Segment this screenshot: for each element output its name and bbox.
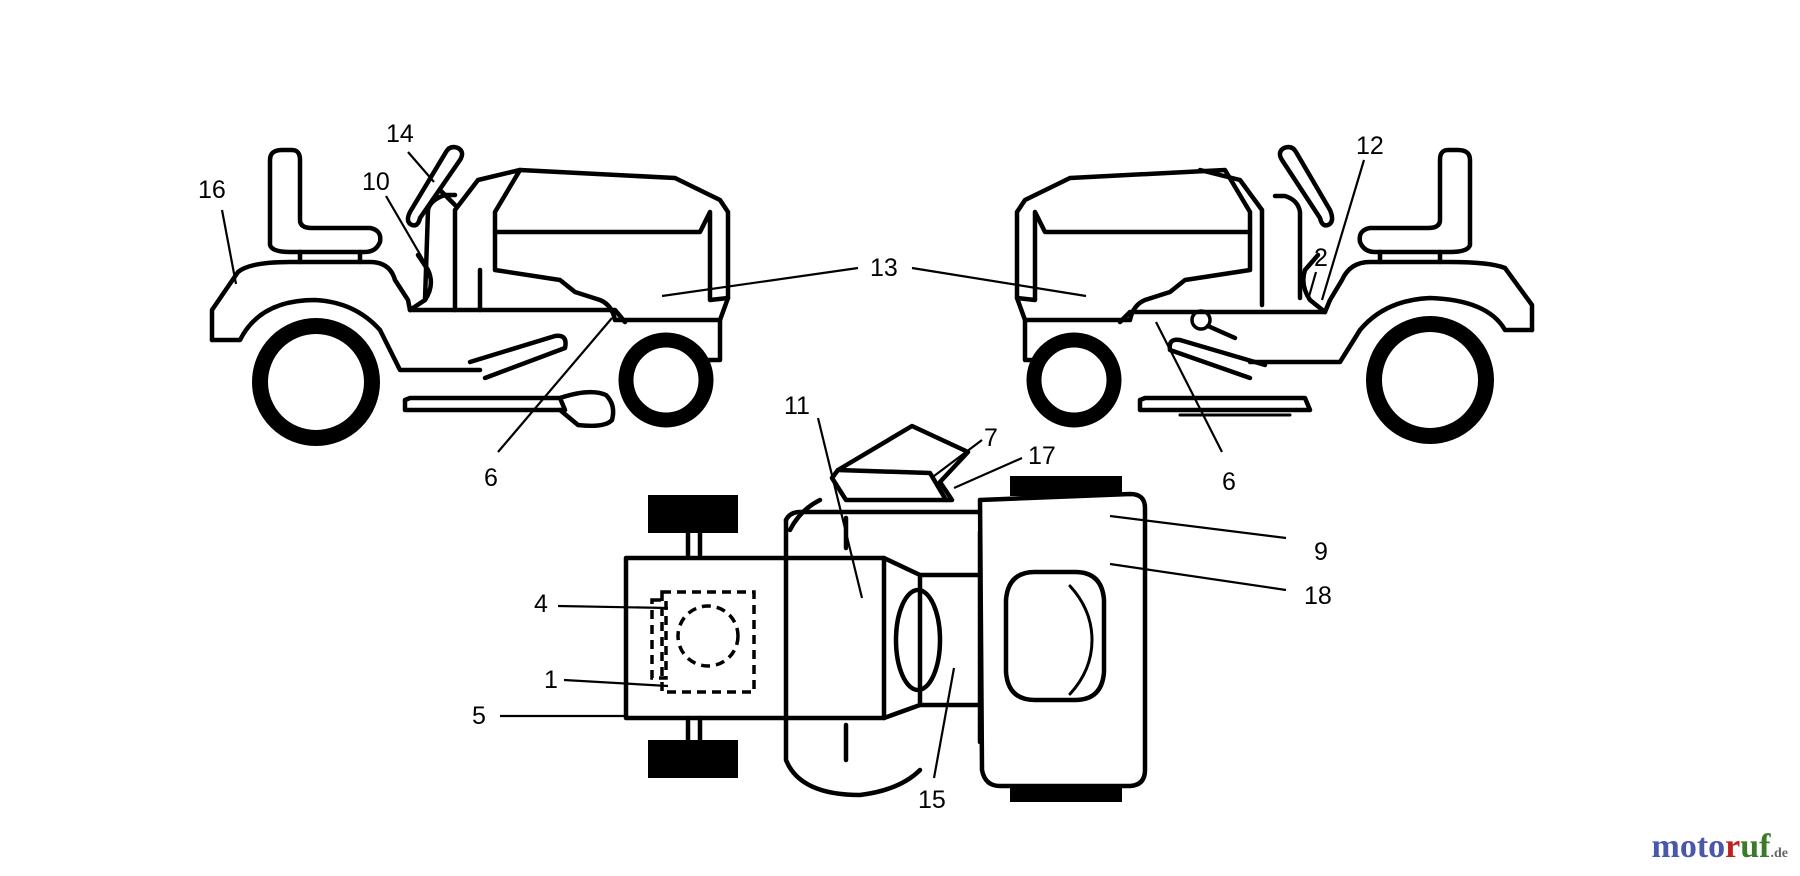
callout-7: 7 <box>984 424 998 452</box>
callout-11: 11 <box>784 392 810 420</box>
callout-17: 17 <box>1028 442 1056 470</box>
callout-6-right: 6 <box>1222 468 1236 496</box>
leader-lines <box>220 151 1366 779</box>
callout-10: 10 <box>362 168 390 196</box>
callout-5: 5 <box>472 702 486 730</box>
callout-18: 18 <box>1304 582 1332 610</box>
callout-13: 13 <box>870 254 898 282</box>
callout-9: 9 <box>1314 538 1328 566</box>
watermark-part-a: moto <box>1651 828 1726 865</box>
tractor-top-view <box>623 423 1148 802</box>
callout-12: 12 <box>1356 132 1384 160</box>
watermark-part-c: uf <box>1740 828 1771 865</box>
callout-2: 2 <box>1314 244 1328 272</box>
callout-1: 1 <box>544 666 558 694</box>
watermark-suffix: .de <box>1770 846 1789 861</box>
tractor-left-side-view <box>209 144 731 446</box>
motoruf-watermark: motoruf.de <box>1652 828 1788 866</box>
callout-14: 14 <box>386 120 414 148</box>
callout-6-left: 6 <box>484 464 498 492</box>
callout-4: 4 <box>534 590 548 618</box>
callout-16: 16 <box>198 176 226 204</box>
tractor-right-side-view <box>1014 144 1535 444</box>
callout-15: 15 <box>918 786 946 814</box>
callout-numbers: 16 10 14 13 6 6 12 2 11 7 17 9 18 4 1 5 … <box>198 120 1384 814</box>
watermark-part-b: r <box>1725 828 1741 865</box>
